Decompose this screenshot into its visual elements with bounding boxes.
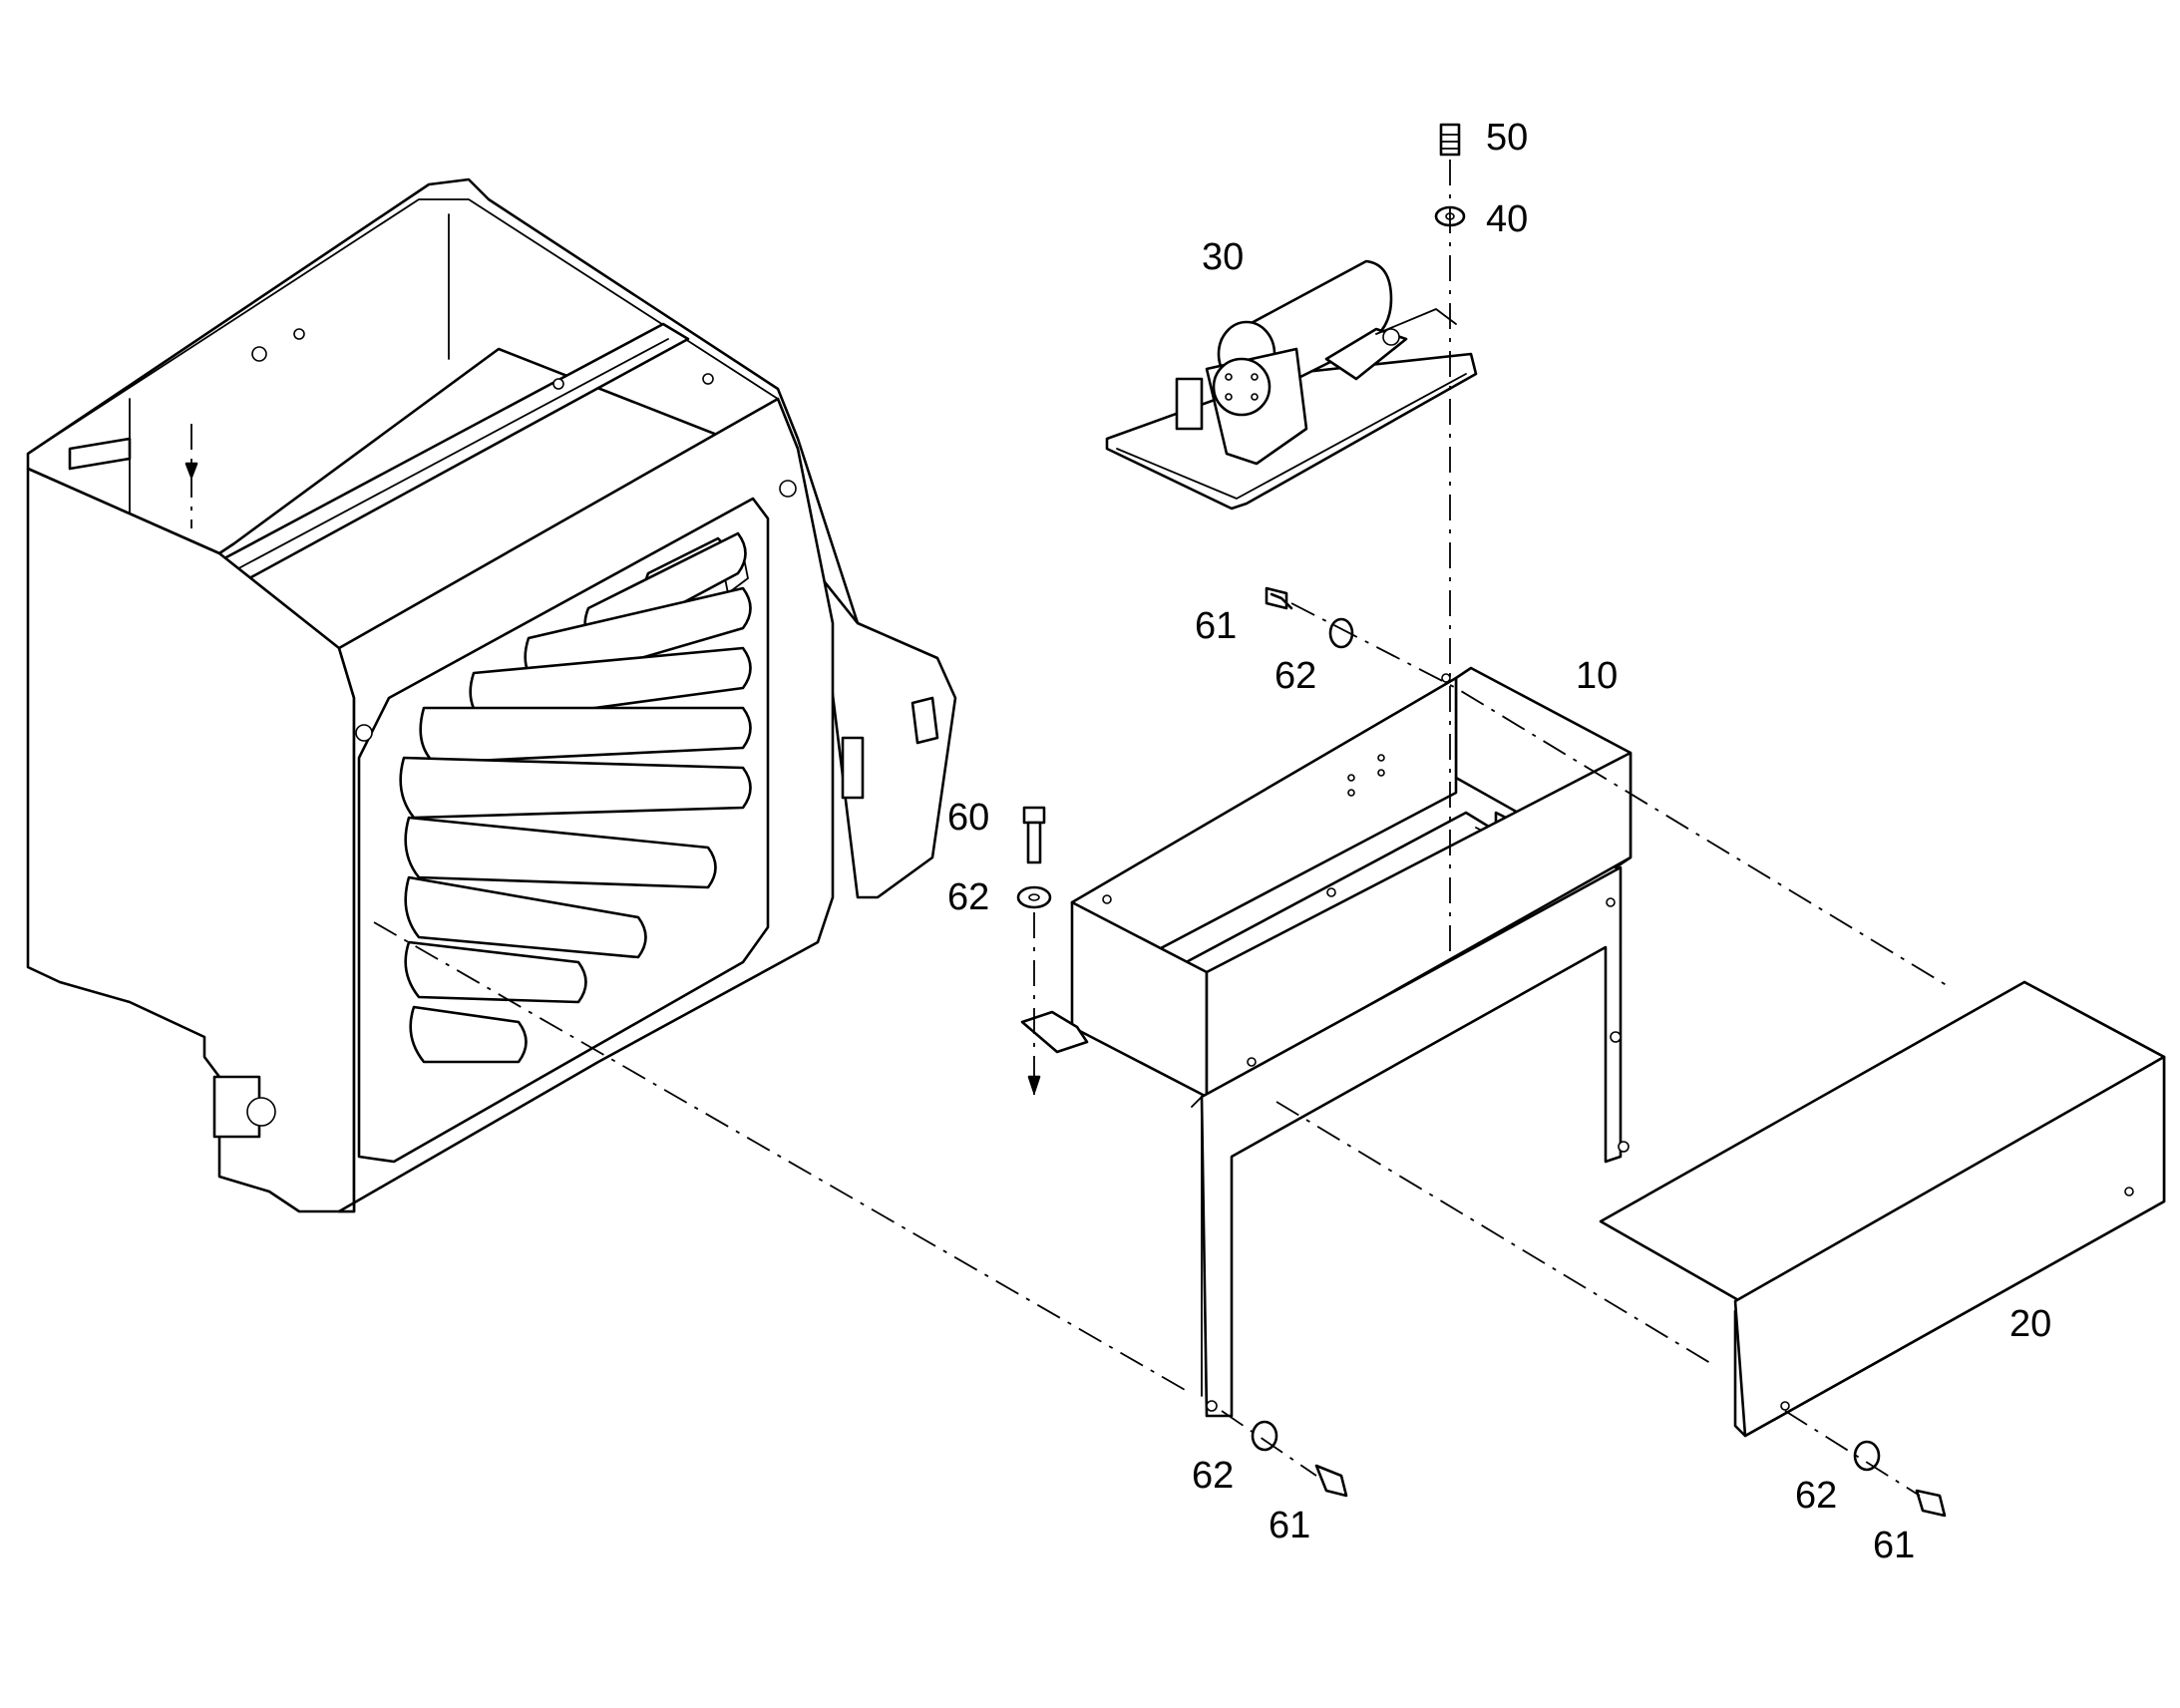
callout-screw-top: 50 [1486,117,1528,159]
callout-labels: 10 20 30 40 50 60 62 61 62 62 61 62 61 [947,117,2051,1566]
callout-pump-assembly: 30 [1202,236,1244,278]
callout-housing-bracket: 10 [1576,655,1618,697]
callout-washer-62-bottom: 62 [1192,1455,1234,1497]
callout-bolt-61-bottom: 61 [1269,1505,1310,1546]
callout-washer-62-right: 62 [1795,1475,1837,1517]
callout-washer-62-left: 62 [947,876,989,918]
grille-bars [399,531,752,1064]
callout-washer-62-upper: 62 [1274,655,1316,697]
callout-cover: 20 [2009,1303,2051,1345]
cab-frame [26,177,957,1213]
cover [1599,980,2166,1438]
pump-assembly [1105,259,1478,511]
callout-washer-top: 40 [1486,198,1528,240]
callout-bolt-60: 60 [947,797,989,839]
callout-bolt-61-upper: 61 [1195,605,1237,647]
leader-lines [373,160,1951,1497]
fasteners [1016,123,1947,1518]
housing-bracket [1020,666,1633,1418]
callout-bolt-61-right: 61 [1873,1525,1915,1566]
